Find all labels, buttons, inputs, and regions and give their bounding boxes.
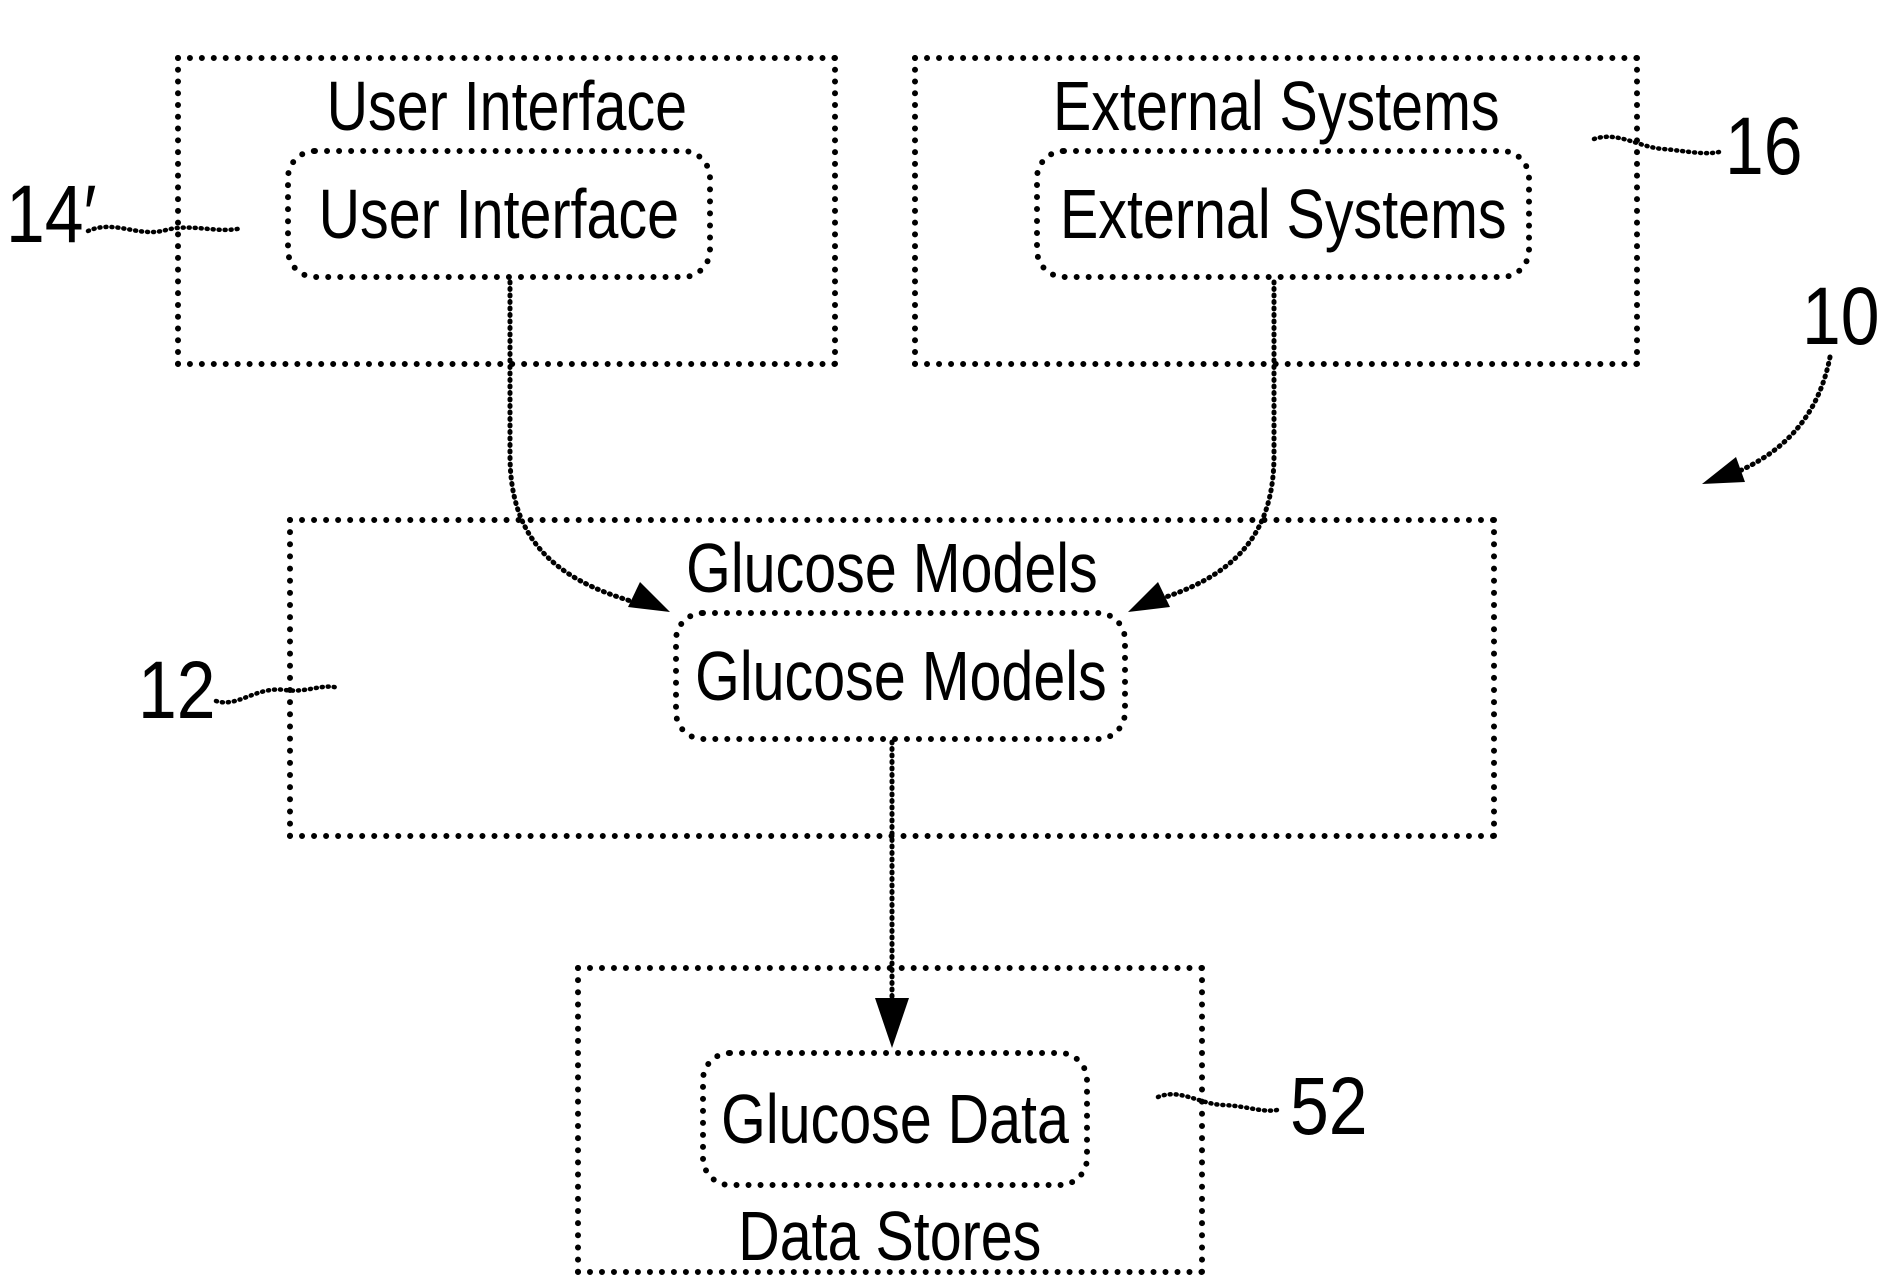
box-glucose-models-inner: Glucose Models [673,610,1128,742]
ref-label-10: 10 [1802,271,1879,362]
arrow-system-ref-10 [1727,354,1833,478]
ref-label-52: 52 [1290,1061,1368,1152]
ref-label-14: 14′ [6,169,97,260]
box-glucose-models: Glucose Models Glucose Models [287,517,1497,839]
box-user-interface: User Interface User Interface [175,55,838,367]
user-interface-title-text: User Interface [326,67,687,145]
data-stores-title-text: Data Stores [738,1197,1042,1275]
external-systems-inner-label: External Systems [1059,175,1507,253]
glucose-models-title: Glucose Models [293,533,1491,603]
arrowhead-system-ref-10 [1702,457,1745,484]
glucose-data-inner-label: Glucose Data [721,1080,1069,1158]
box-data-stores: Glucose Data Data Stores [575,965,1205,1275]
ref-label-12: 12 [138,645,216,736]
user-interface-inner-label: User Interface [318,175,680,253]
box-external-systems: External Systems External Systems [912,55,1640,367]
ref-label-16: 16 [1725,101,1803,192]
box-glucose-data-inner: Glucose Data [700,1050,1090,1188]
user-interface-title: User Interface [181,71,832,141]
data-stores-title: Data Stores [581,1201,1199,1271]
glucose-models-inner-label: Glucose Models [694,637,1107,715]
box-user-interface-inner: User Interface [285,148,713,280]
external-systems-title-text: External Systems [1052,67,1500,145]
glucose-models-title-text: Glucose Models [686,529,1098,607]
external-systems-title: External Systems [918,71,1634,141]
box-external-systems-inner: External Systems [1034,148,1532,280]
